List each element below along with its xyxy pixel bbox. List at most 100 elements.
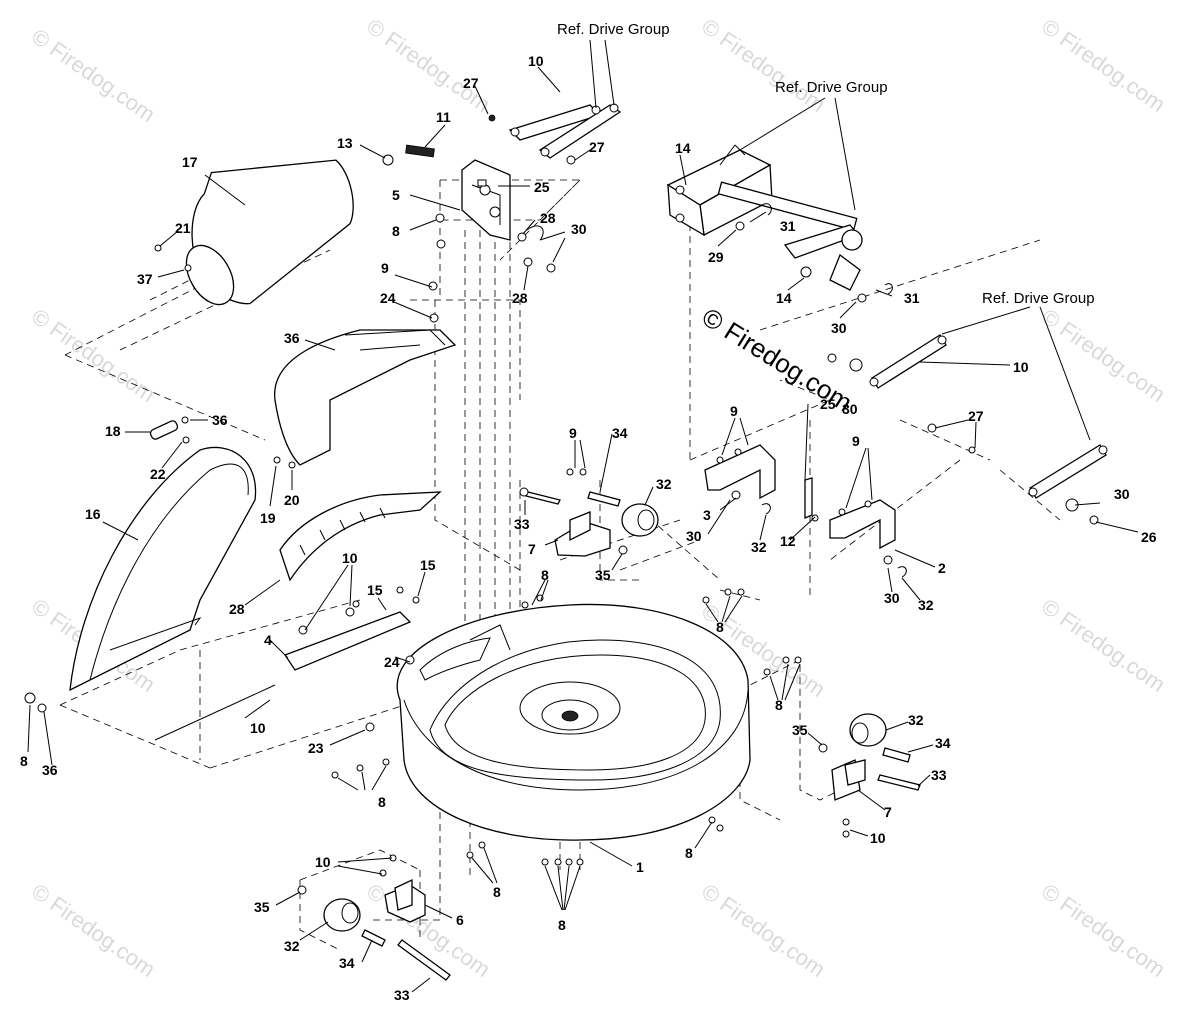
- watermark: © Firedog.com: [362, 14, 495, 117]
- callout: 32: [751, 539, 767, 555]
- leader-lines: [27, 39, 1139, 993]
- callout: 24: [380, 290, 396, 306]
- callout: 16: [85, 506, 101, 522]
- callout: 27: [589, 139, 605, 155]
- callout: 9: [569, 425, 577, 441]
- callout-numbers: 1 2 3 4 5 6 7 7 8 8 8 8 8 8 8 8 8 9 9 9 …: [20, 53, 1157, 1003]
- callout: 4: [264, 632, 272, 648]
- callout: 5: [392, 187, 400, 203]
- callout: 19: [260, 510, 276, 526]
- callout: 8: [541, 567, 549, 583]
- callout: 8: [685, 845, 693, 861]
- callout: 36: [42, 762, 58, 778]
- callout: 10: [342, 550, 358, 566]
- watermark: © Firedog.com: [1037, 594, 1170, 697]
- right-roller-assembly: [818, 713, 921, 838]
- callout: 30: [884, 590, 900, 606]
- callout: 34: [935, 735, 951, 751]
- callout: 35: [792, 722, 808, 738]
- callout: 33: [514, 516, 530, 532]
- callout: 14: [675, 140, 691, 156]
- callout: 8: [20, 753, 28, 769]
- callout: 8: [558, 917, 566, 933]
- watermark: © Firedog.com: [697, 14, 830, 117]
- callout: 27: [968, 408, 984, 424]
- callout: 27: [463, 75, 479, 91]
- callout: 31: [904, 290, 920, 306]
- callout: 34: [339, 955, 355, 971]
- callout: 10: [528, 53, 544, 69]
- callout: 21: [175, 220, 191, 236]
- callout: 13: [337, 135, 353, 151]
- callout: 23: [308, 740, 324, 756]
- ref-drive-group-label: Ref. Drive Group: [775, 79, 888, 96]
- ref-drive-group-label: Ref. Drive Group: [982, 290, 1095, 307]
- callout: 8: [378, 794, 386, 810]
- watermark: © Firedog.com: [27, 879, 160, 982]
- callout: 25: [534, 179, 550, 195]
- front-roller-assembly: [519, 468, 659, 557]
- callout: 2: [938, 560, 946, 576]
- callout: 31: [780, 218, 796, 234]
- mower-deck: [396, 603, 751, 841]
- callout: 32: [284, 938, 300, 954]
- link-arms: [827, 334, 1108, 525]
- right-side-brackets: [704, 444, 907, 578]
- hardware-screws: [331, 588, 802, 866]
- callout: 32: [656, 476, 672, 492]
- callout: 32: [918, 597, 934, 613]
- callout: 15: [367, 582, 383, 598]
- callout: 17: [182, 154, 198, 170]
- callout: 34: [612, 425, 628, 441]
- callout: 28: [229, 601, 245, 617]
- callout: 7: [884, 804, 892, 820]
- callout: 35: [595, 567, 611, 583]
- callout: 30: [831, 320, 847, 336]
- callout: 33: [394, 987, 410, 1003]
- callout: 8: [775, 697, 783, 713]
- callout: 7: [528, 541, 536, 557]
- callout: 9: [730, 403, 738, 419]
- callout: 1: [636, 859, 644, 875]
- watermark: © Firedog.com: [697, 879, 830, 982]
- callout: 8: [493, 884, 501, 900]
- callout: 11: [436, 109, 451, 125]
- callout: 30: [842, 401, 858, 417]
- watermark: © Firedog.com: [27, 304, 160, 407]
- lower-roller-assembly: [297, 854, 451, 981]
- watermark: © Firedog.com: [1037, 14, 1170, 117]
- callout: 14: [776, 290, 792, 306]
- right-drive-bracket: [666, 144, 893, 303]
- callout: 9: [381, 260, 389, 276]
- watermark: © Firedog.com: [1037, 879, 1170, 982]
- assembly-lines: [59, 179, 1061, 951]
- upper-bracket-assembly: [382, 103, 622, 273]
- callout: 30: [571, 221, 587, 237]
- callout: 12: [780, 533, 796, 549]
- callout: 15: [420, 557, 436, 573]
- callout: 10: [315, 854, 331, 870]
- ref-drive-group-label: Ref. Drive Group: [557, 21, 670, 38]
- callout: 3: [703, 507, 711, 523]
- callout: 8: [392, 223, 400, 239]
- callout: 10: [870, 830, 886, 846]
- callout: 9: [852, 433, 860, 449]
- watermark: © Firedog.com: [1037, 304, 1170, 407]
- callout: 6: [456, 912, 464, 928]
- callout: 10: [1013, 359, 1029, 375]
- callout: 30: [686, 528, 702, 544]
- callout: 10: [250, 720, 266, 736]
- callout: 30: [1114, 486, 1130, 502]
- callout: 28: [540, 210, 556, 226]
- callout: 28: [512, 290, 528, 306]
- callout: 20: [284, 492, 300, 508]
- callout: 36: [284, 330, 300, 346]
- watermark: © Firedog.com: [27, 24, 160, 127]
- callout: 37: [137, 271, 153, 287]
- callout: 32: [908, 712, 924, 728]
- callout: 33: [931, 767, 947, 783]
- callout: 26: [1141, 529, 1157, 545]
- callout: 36: [212, 412, 228, 428]
- callout: 22: [150, 466, 166, 482]
